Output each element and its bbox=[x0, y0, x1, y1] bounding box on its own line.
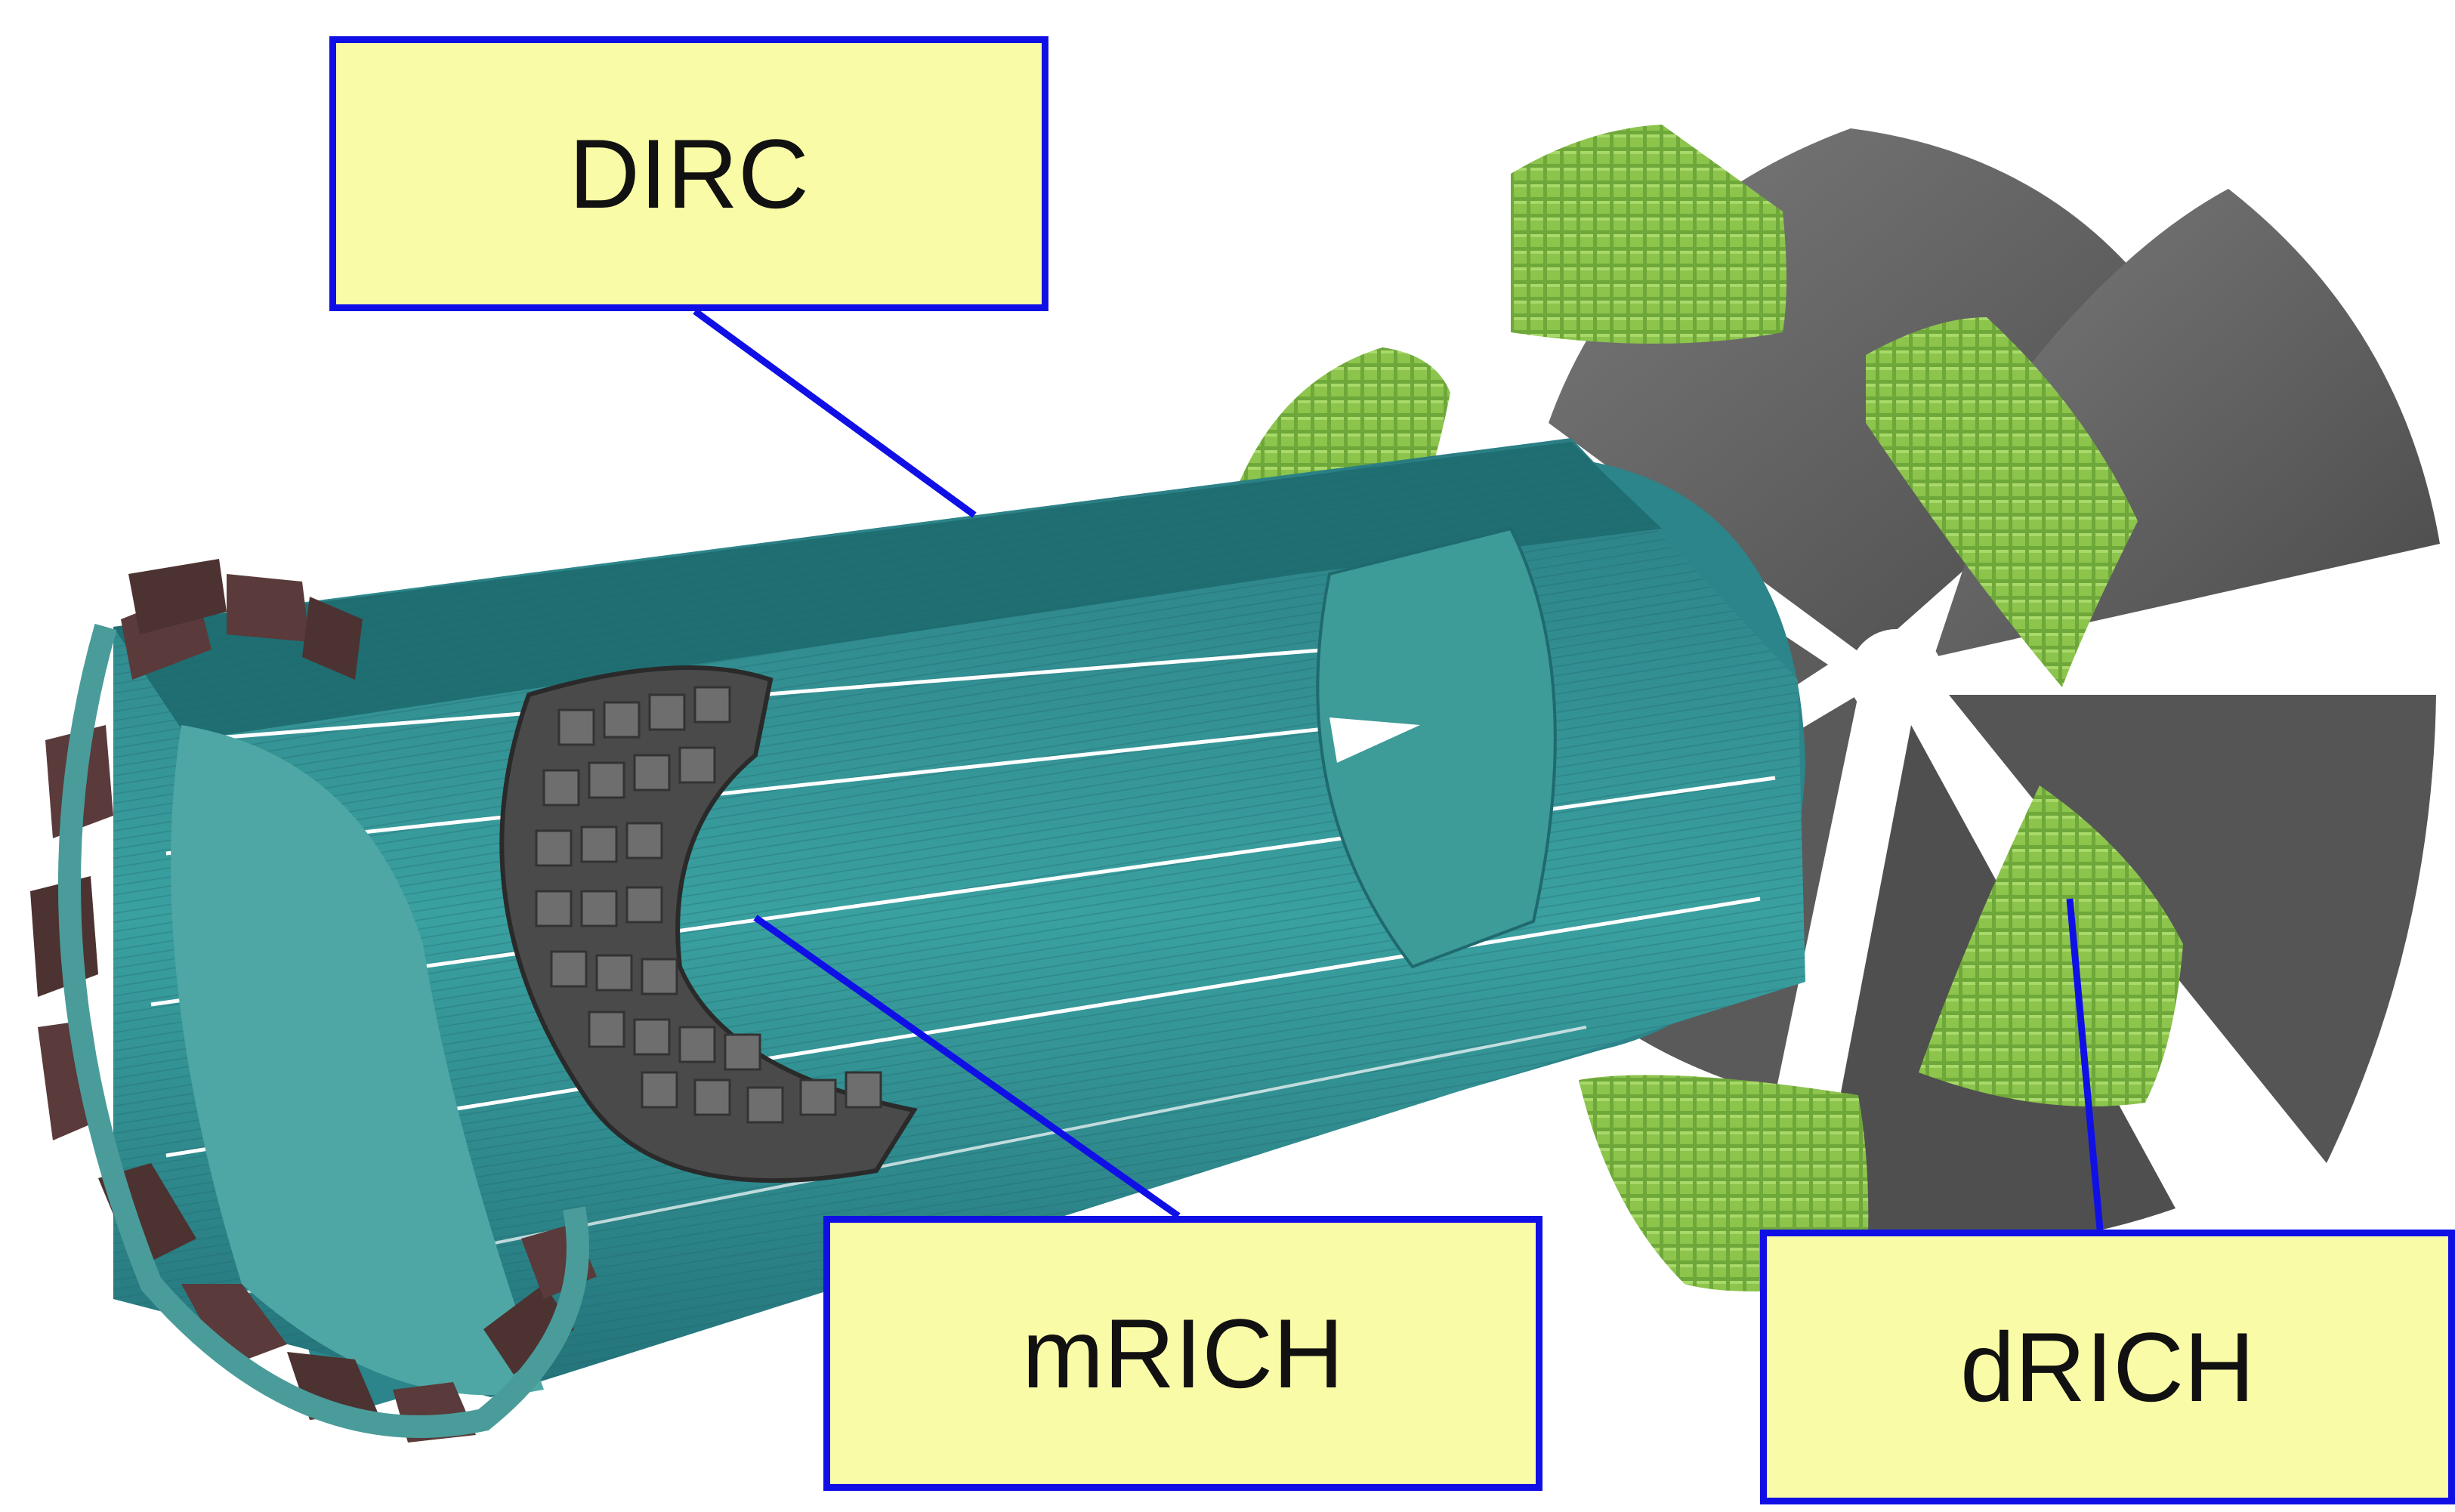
endcap-tile bbox=[227, 574, 310, 642]
endcap-inner-face bbox=[171, 725, 544, 1396]
drich-label: dRICH bbox=[1959, 1312, 2256, 1422]
mrich-leader-line bbox=[753, 915, 1181, 1219]
dirc-label: DIRC bbox=[569, 119, 809, 229]
mrich-module bbox=[535, 890, 573, 927]
endcap-rim bbox=[58, 623, 589, 1438]
drich-callout: dRICH bbox=[1760, 1230, 2455, 1504]
endcap-tile bbox=[483, 1284, 574, 1375]
mrich-module bbox=[557, 708, 595, 746]
mrich-module bbox=[678, 1026, 716, 1063]
dirc-leader-line bbox=[693, 308, 977, 518]
mrich-module bbox=[633, 754, 671, 791]
mrich-module bbox=[845, 1071, 882, 1109]
mrich-module bbox=[693, 686, 731, 724]
mrich-module bbox=[625, 886, 663, 924]
mrich-modules bbox=[499, 665, 918, 1183]
mrich-module-grid bbox=[535, 686, 882, 1124]
dirc-callout: DIRC bbox=[329, 36, 1048, 311]
mrich-module bbox=[746, 1086, 784, 1124]
mrich-module bbox=[641, 958, 678, 995]
mrich-module bbox=[580, 825, 618, 863]
mrich-module bbox=[588, 1011, 625, 1048]
mrich-label: mRICH bbox=[1021, 1298, 1345, 1409]
beam-pipe-hole bbox=[1849, 629, 1943, 723]
barrel-far-opening bbox=[1316, 526, 1557, 969]
mrich-module bbox=[580, 890, 618, 927]
endcap-tile bbox=[302, 597, 363, 680]
mrich-module bbox=[542, 769, 580, 807]
endcap-ring bbox=[30, 559, 597, 1443]
mrich-module bbox=[588, 761, 625, 799]
mrich-module bbox=[550, 950, 588, 988]
drich-sensor-patch bbox=[1511, 125, 1786, 344]
barrel-gap bbox=[1329, 717, 1420, 763]
leader-lines bbox=[693, 308, 2104, 1230]
mrich-module bbox=[535, 829, 573, 867]
mrich-module bbox=[633, 1018, 671, 1056]
mrich-module bbox=[799, 1078, 837, 1116]
mrich-callout: mRICH bbox=[823, 1216, 1542, 1491]
mrich-module bbox=[603, 701, 641, 739]
endcap-tile bbox=[128, 559, 227, 634]
mrich-module bbox=[625, 822, 663, 859]
mrich-module bbox=[641, 1071, 678, 1109]
drich-leader-line bbox=[2066, 898, 2104, 1230]
mrich-module bbox=[648, 693, 686, 731]
drich-sensor-patch bbox=[1919, 785, 2183, 1106]
mrich-module bbox=[724, 1033, 761, 1071]
endcap-tile bbox=[181, 1284, 287, 1367]
mrich-module bbox=[693, 1078, 731, 1116]
drich-sensor-patch bbox=[1866, 317, 2138, 687]
mrich-module bbox=[595, 954, 633, 992]
mrich-module bbox=[678, 746, 716, 784]
